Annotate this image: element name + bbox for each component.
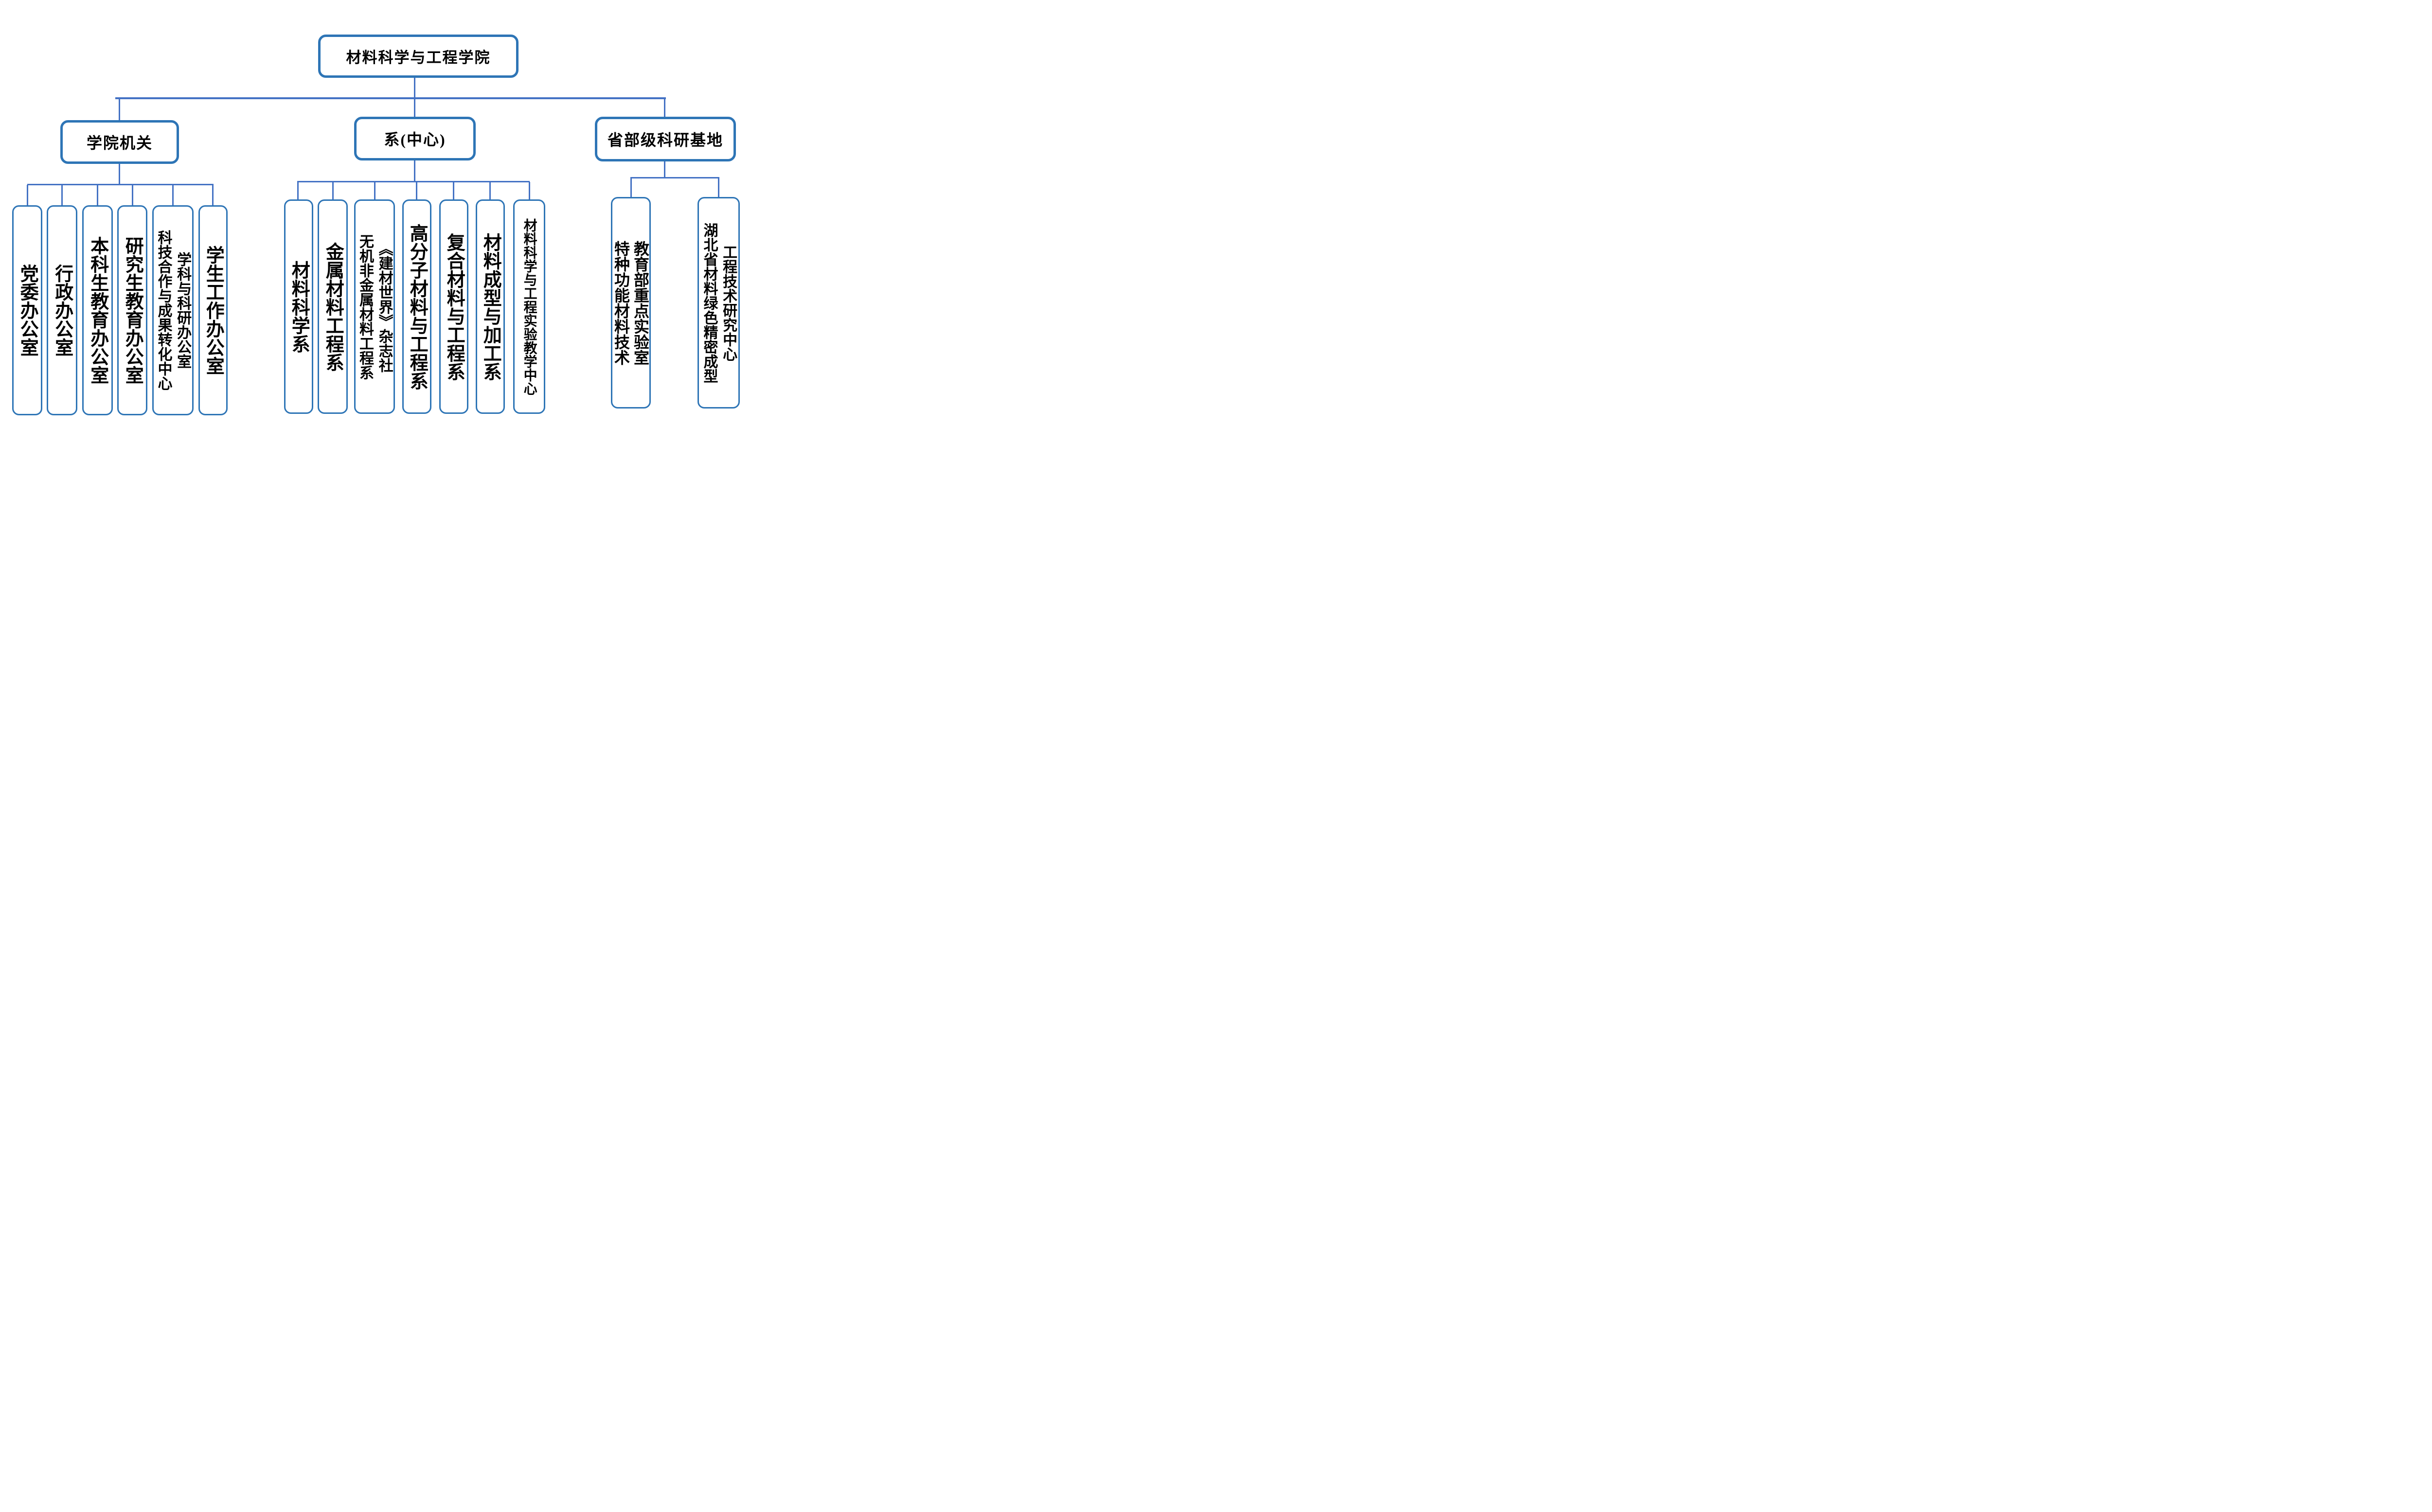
connector-root-drop [414,78,415,98]
connector-branch2-drop-3 [374,182,376,200]
connector-drop-branch-3 [664,98,665,119]
leaf-label: 材料成型与加工系 [480,232,501,381]
leaf-inorganic-nonmetal-dept: 《建材世界》杂志社 无机非金属材料工程系 [354,199,395,414]
leaf-student-affairs-office: 学生工作办公室 [198,205,228,415]
connector-main-horizontal [115,97,666,99]
connector-branch1-drop-5 [172,185,174,205]
leaf-label: 教育部重点实验室 特种功能材料技术 [612,240,649,365]
leaf-label: 高分子材料与工程系 [407,223,428,390]
connector-branch1-drop-2 [61,185,63,205]
leaf-composite-dept: 复合材料与工程系 [439,199,468,414]
root-box: 材料科学与工程学院 [318,35,519,78]
leaf-label: 学生工作办公室 [203,246,224,375]
connector-branch1-stem [119,164,120,184]
connector-branch2-bus [297,181,530,182]
leaf-label: 本科生教育办公室 [87,236,108,384]
branch-box-college-organs: 学院机关 [60,120,179,164]
connector-branch2-drop-7 [529,182,530,200]
leaf-label: 《建材世界》杂志社 无机非金属材料工程系 [357,233,393,380]
connector-branch1-drop-1 [27,185,28,205]
leaf-metal-materials-dept: 金属材料工程系 [318,199,348,414]
connector-branch2-stem [414,160,415,182]
connector-drop-branch-2 [414,98,415,119]
leaf-graduate-education-office: 研究生教育办公室 [117,205,147,415]
org-chart-canvas: 材料科学与工程学院 学院机关 系(中心) 省部级科研基地 党委办公室 行政办公室… [0,0,747,420]
connector-branch3-stem [664,161,665,178]
leaf-label: 研究生教育办公室 [122,236,143,384]
connector-branch2-drop-4 [416,182,417,200]
connector-branch3-drop-1 [630,178,632,197]
leaf-label: 学科与科研办公室 科技合作与成果转化中心 [155,230,191,391]
leaf-label: 工程技术研究中心 湖北省材料绿色精密成型 [701,222,737,383]
connector-branch2-drop-6 [489,182,491,200]
leaf-label: 党委办公室 [17,264,38,356]
connector-branch2-drop-5 [453,182,454,200]
connector-branch1-bus [27,184,214,185]
connector-branch3-drop-2 [718,178,719,197]
branch-label-research-bases: 省部级科研基地 [607,131,723,149]
leaf-label: 材料科学系 [288,260,309,353]
connector-branch2-drop-2 [332,182,334,200]
connector-branch3-bus [630,177,719,178]
connector-drop-branch-1 [119,98,120,120]
leaf-undergraduate-education-office: 本科生教育办公室 [82,205,113,415]
leaf-materials-science-dept: 材料科学系 [284,199,313,414]
branch-label-college-organs: 学院机关 [86,134,153,152]
connector-branch1-drop-6 [212,185,214,205]
branch-box-departments: 系(中心) [354,117,476,160]
branch-label-departments: 系(中心) [384,131,446,148]
root-label: 材料科学与工程学院 [346,49,491,66]
connector-branch2-drop-1 [297,182,299,200]
leaf-label: 材料科学与工程实验教学中心 [521,218,537,395]
leaf-administrative-office: 行政办公室 [47,205,77,415]
connector-branch1-drop-4 [132,185,133,205]
leaf-discipline-research-office: 学科与科研办公室 科技合作与成果转化中心 [152,205,194,415]
leaf-forming-processing-dept: 材料成型与加工系 [476,199,505,414]
branch-box-research-bases: 省部级科研基地 [595,117,736,161]
leaf-label: 复合材料与工程系 [444,232,465,381]
leaf-moe-key-lab: 教育部重点实验室 特种功能材料技术 [611,197,651,409]
leaf-hubei-engineering-center: 工程技术研究中心 湖北省材料绿色精密成型 [697,197,740,409]
leaf-label: 金属材料工程系 [322,242,343,372]
leaf-experiment-teaching-center: 材料科学与工程实验教学中心 [513,199,545,414]
leaf-label: 行政办公室 [52,264,72,356]
connector-branch1-drop-3 [97,185,98,205]
leaf-polymer-dept: 高分子材料与工程系 [402,199,431,414]
leaf-party-committee-office: 党委办公室 [12,205,42,415]
